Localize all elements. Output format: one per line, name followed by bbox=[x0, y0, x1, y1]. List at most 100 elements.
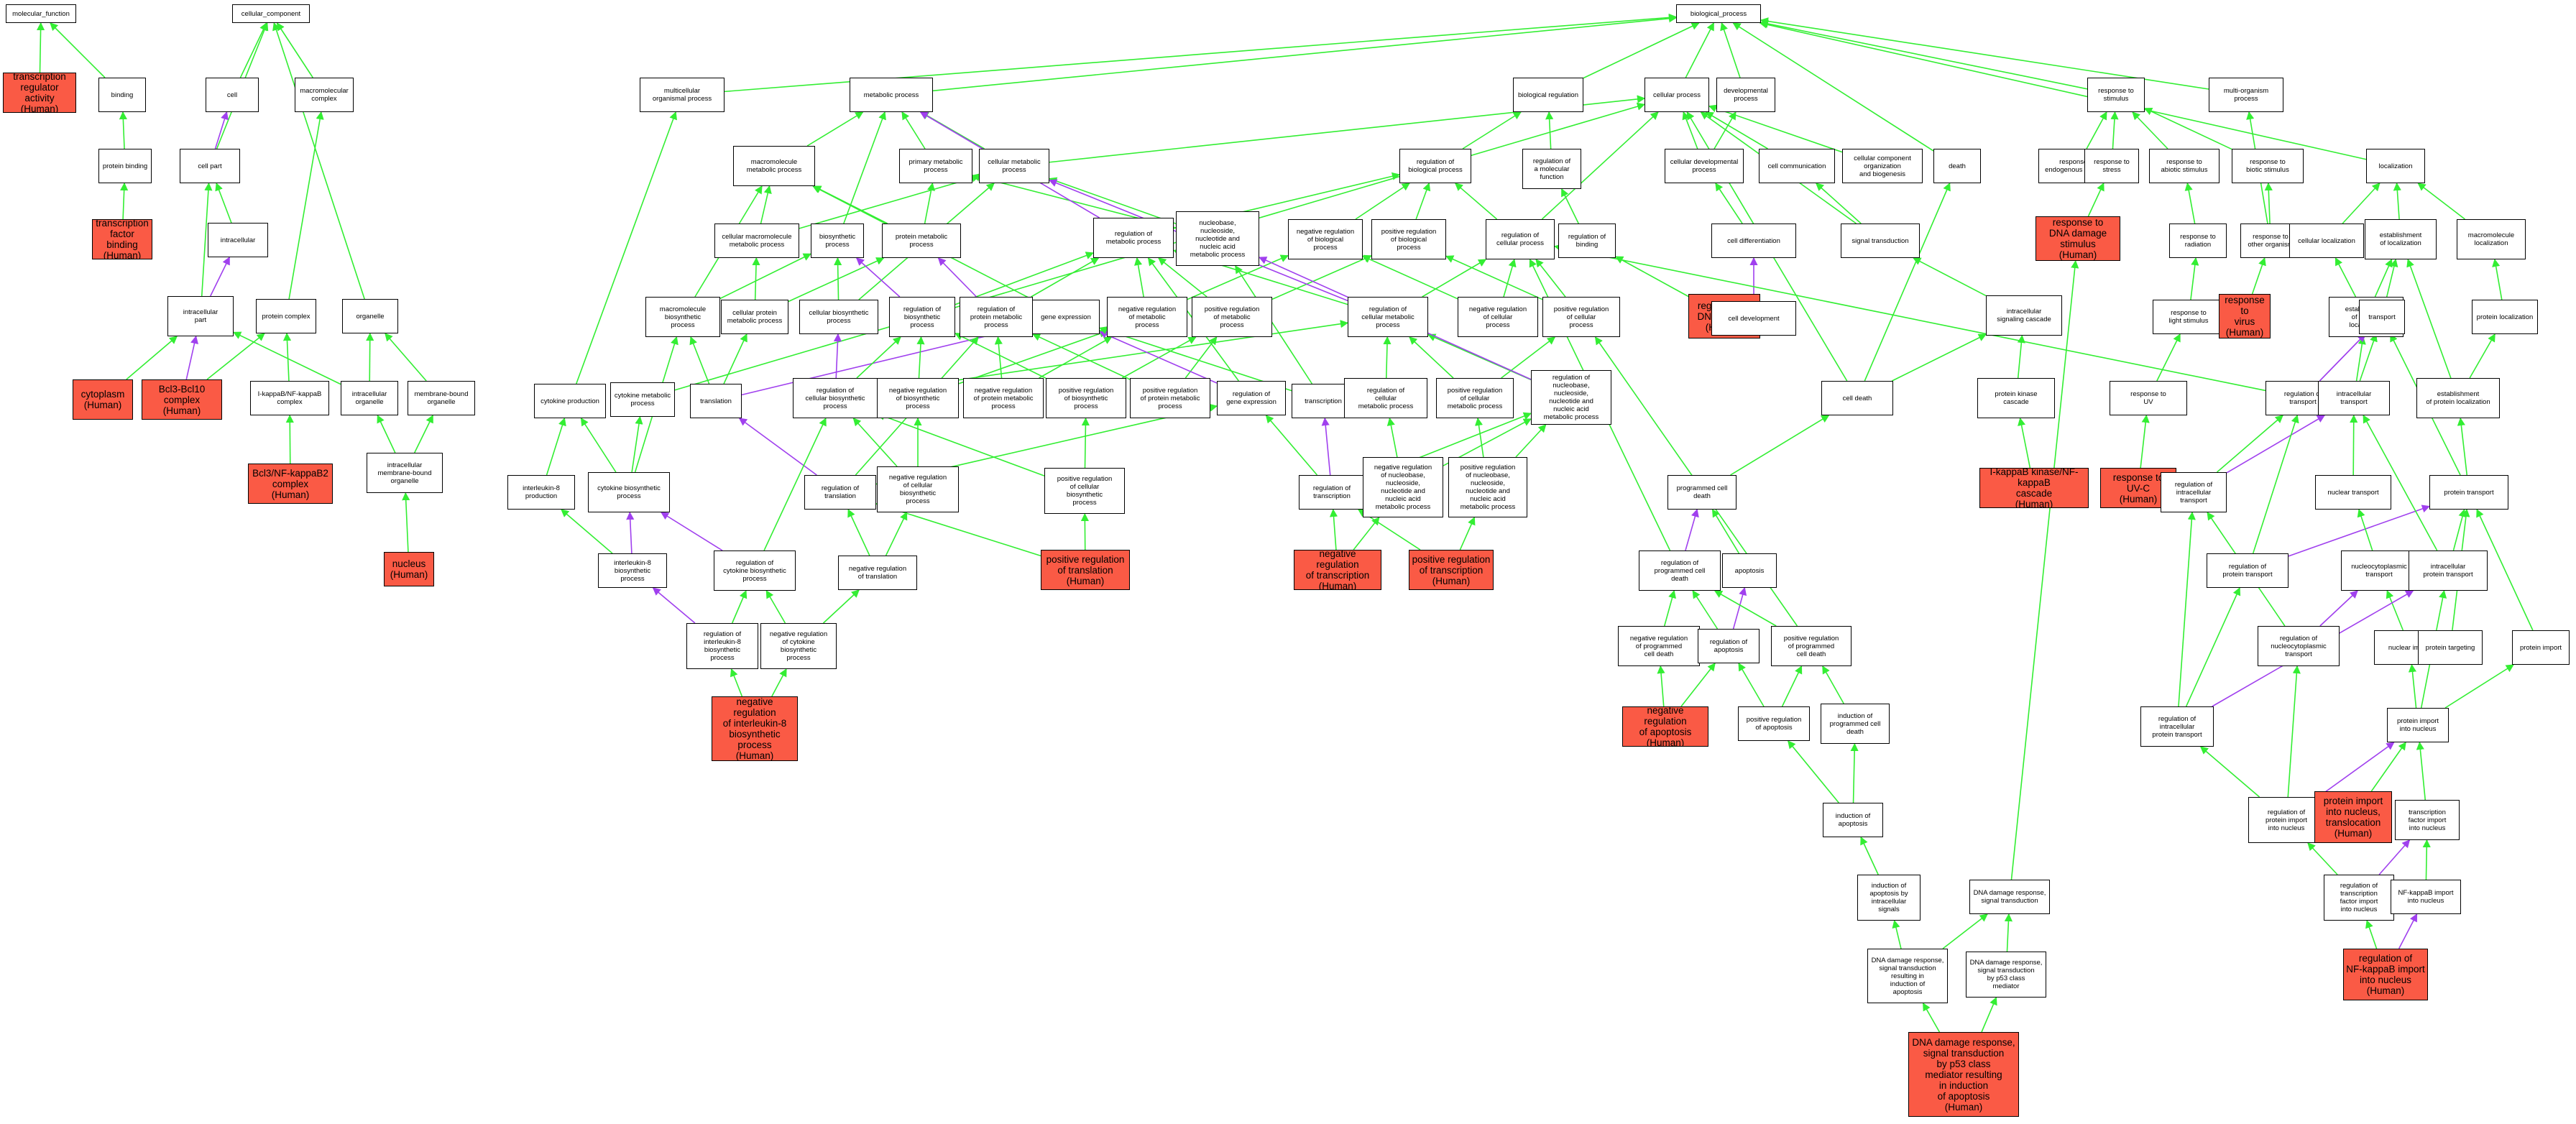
go-term-nrcytbsp[interactable]: negative regulation of cytokine biosynth… bbox=[760, 623, 837, 669]
go-term-mmc[interactable]: macromolecular complex bbox=[295, 78, 354, 112]
go-term-nrmp[interactable]: negative regulation of metabolic process bbox=[1107, 297, 1187, 337]
go-term-prpmp[interactable]: positive regulation of protein metabolic… bbox=[1130, 378, 1210, 418]
go-term-prcbsp[interactable]: positive regulation of cellular biosynth… bbox=[1044, 468, 1125, 514]
go-term-nrtranscr[interactable]: negative regulation of transcription (Hu… bbox=[1294, 550, 1381, 590]
go-term-prtransl[interactable]: positive regulation of translation (Huma… bbox=[1041, 550, 1130, 590]
go-term-pimp[interactable]: protein import bbox=[2512, 630, 2570, 665]
go-term-prcp[interactable]: positive regulation of cellular process bbox=[1542, 297, 1620, 337]
go-term-nrbp[interactable]: negative regulation of biological proces… bbox=[1288, 219, 1363, 259]
go-term-rtransl[interactable]: regulation of translation bbox=[804, 475, 876, 510]
go-term-rcytbsp[interactable]: regulation of cytokine biosynthetic proc… bbox=[714, 551, 796, 591]
go-term-cytprod[interactable]: cytokine production bbox=[534, 384, 606, 418]
go-term-ddrstp53[interactable]: DNA damage response, signal transduction… bbox=[1966, 952, 2046, 998]
go-term-cytmp[interactable]: cytokine metabolic process bbox=[610, 382, 675, 417]
go-term-ioa[interactable]: induction of apoptosis bbox=[1823, 803, 1883, 837]
go-term-rcp[interactable]: regulation of cellular process bbox=[1486, 219, 1555, 259]
go-term-bind[interactable]: binding bbox=[98, 78, 146, 112]
go-term-rpimpn[interactable]: regulation of protein import into nucleu… bbox=[2248, 797, 2324, 843]
go-term-mmbp[interactable]: macromolecule biosynthetic process bbox=[645, 297, 720, 337]
go-term-nfimp[interactable]: NF-kappaB import into nucleus bbox=[2391, 880, 2461, 914]
go-term-imbo[interactable]: intracellular membrane-bound organelle bbox=[367, 453, 443, 493]
go-term-nrcmp[interactable]: regulation of cellular metabolic process bbox=[1344, 378, 1427, 418]
go-term-cc[interactable]: cellular_component bbox=[232, 4, 310, 23]
go-term-tra[interactable]: transcription regulator activity (Human) bbox=[3, 73, 76, 113]
go-term-rts[interactable]: response to stimulus bbox=[2087, 78, 2145, 112]
go-term-prpcd[interactable]: positive regulation of programmed cell d… bbox=[1771, 626, 1852, 666]
go-term-rbp[interactable]: regulation of biological process bbox=[1399, 149, 1471, 183]
go-term-cyt[interactable]: cytoplasm (Human) bbox=[73, 379, 133, 420]
go-term-rnucmp[interactable]: regulation of nucleobase, nucleoside, nu… bbox=[1531, 370, 1611, 425]
go-term-rtstress[interactable]: response to stress bbox=[2084, 149, 2139, 183]
go-term-iopcd[interactable]: induction of programmed cell death bbox=[1821, 704, 1890, 744]
go-term-nrtransl[interactable]: negative regulation of translation bbox=[838, 556, 917, 590]
go-term-cloc[interactable]: cellular localization bbox=[2289, 224, 2364, 258]
go-term-mmp[interactable]: macromolecule metabolic process bbox=[733, 146, 815, 186]
go-term-il8p[interactable]: interleukin-8 production bbox=[507, 475, 575, 510]
go-term-bcl3nf[interactable]: Bcl3/NF-kappaB2 complex (Human) bbox=[248, 464, 333, 504]
go-term-transp[interactable]: transport bbox=[2359, 300, 2405, 334]
go-term-ikbnf[interactable]: I-kappaB kinase/NF-kappaB cascade (Human… bbox=[1979, 468, 2089, 508]
go-term-pimpn[interactable]: protein import into nucleus bbox=[2387, 708, 2449, 742]
go-term-nrcp[interactable]: negative regulation of cellular process bbox=[1458, 297, 1538, 337]
go-term-ptarg[interactable]: protein targeting bbox=[2418, 630, 2483, 665]
go-term-nrnucmp[interactable]: negative regulation of nucleobase, nucle… bbox=[1363, 457, 1443, 517]
go-term-nucmp[interactable]: nucleobase, nucleoside, nucleotide and n… bbox=[1176, 211, 1259, 266]
go-term-iscas[interactable]: intracellular signaling cascade bbox=[1986, 295, 2062, 336]
go-term-death[interactable]: death bbox=[1933, 149, 1981, 183]
go-term-icptr[interactable]: intracellular protein transport bbox=[2409, 551, 2488, 591]
go-term-estloc[interactable]: establishment of localization bbox=[2365, 219, 2437, 259]
go-term-nrcbsp[interactable]: negative regulation of cellular biosynth… bbox=[877, 466, 959, 512]
go-term-ripcpt[interactable]: regulation of intracellular protein tran… bbox=[2140, 706, 2214, 747]
go-term-prapop[interactable]: positive regulation of apoptosis bbox=[1738, 706, 1810, 741]
go-term-rgexp[interactable]: regulation of gene expression bbox=[1217, 381, 1286, 415]
go-term-prcmp[interactable]: positive regulation of cellular metaboli… bbox=[1436, 378, 1514, 418]
go-term-ril8bsp[interactable]: regulation of interleukin-8 biosynthetic… bbox=[686, 623, 758, 669]
go-term-il8bsp[interactable]: interleukin-8 biosynthetic process bbox=[598, 553, 667, 588]
go-term-cellpart[interactable]: cell part bbox=[180, 149, 240, 183]
go-term-nrapop[interactable]: negative regulation of apoptosis (Human) bbox=[1622, 706, 1708, 747]
go-term-transl[interactable]: translation bbox=[690, 384, 742, 418]
go-term-nrpcd[interactable]: negative regulation of programmed cell d… bbox=[1618, 626, 1700, 666]
go-term-rnfimp[interactable]: regulation of NF-kappaB import into nucl… bbox=[2343, 949, 2428, 1000]
go-term-ioabis[interactable]: induction of apoptosis by intracellular … bbox=[1857, 875, 1920, 921]
go-term-apop[interactable]: apoptosis bbox=[1722, 553, 1777, 588]
go-term-bp[interactable]: biological_process bbox=[1676, 4, 1761, 23]
go-term-estpl[interactable]: establishment of protein localization bbox=[2416, 378, 2500, 418]
go-term-rtabs[interactable]: response to abiotic stimulus bbox=[2149, 149, 2220, 183]
go-term-cmp[interactable]: cellular metabolic process bbox=[979, 149, 1049, 183]
go-term-prbsp[interactable]: positive regulation of biosynthetic proc… bbox=[1046, 378, 1126, 418]
go-term-cell[interactable]: cell bbox=[206, 78, 259, 112]
go-term-iorg[interactable]: intracellular organelle bbox=[341, 381, 398, 415]
go-term-rapop[interactable]: regulation of apoptosis bbox=[1698, 629, 1760, 663]
go-term-metp[interactable]: metabolic process bbox=[850, 78, 933, 112]
go-term-mf[interactable]: molecular_function bbox=[6, 4, 76, 23]
go-term-mbo[interactable]: membrane-bound organelle bbox=[408, 381, 475, 415]
go-term-rtuv[interactable]: response to UV bbox=[2110, 381, 2187, 415]
go-term-rmetp[interactable]: regulation of metabolic process bbox=[1093, 218, 1174, 258]
go-term-prnucmp[interactable]: positive regulation of nucleobase, nucle… bbox=[1448, 457, 1527, 517]
go-term-prottr[interactable]: protein transport bbox=[2429, 475, 2508, 510]
go-term-pcd[interactable]: programmed cell death bbox=[1668, 475, 1736, 510]
go-term-rtdds[interactable]: response to DNA damage stimulus (Human) bbox=[2036, 216, 2120, 261]
go-term-celldiff[interactable]: cell differentiation bbox=[1711, 224, 1796, 258]
go-term-org[interactable]: organelle bbox=[342, 299, 398, 333]
go-term-prmp[interactable]: protein metabolic process bbox=[882, 224, 961, 258]
go-term-prmetp[interactable]: positive regulation of metabolic process bbox=[1192, 297, 1272, 337]
go-term-ccoab[interactable]: cellular component organization and biog… bbox=[1842, 149, 1923, 183]
go-term-rcbsp[interactable]: regulation of cellular biosynthetic proc… bbox=[793, 378, 878, 418]
go-term-mop2[interactable]: multi-organism process bbox=[2209, 78, 2283, 112]
go-term-ddrstria[interactable]: DNA damage response, signal transduction… bbox=[1867, 949, 1948, 1003]
go-term-rtvir[interactable]: response to virus (Human) bbox=[2219, 294, 2271, 338]
go-term-rbsp[interactable]: regulation of biosynthetic process bbox=[889, 297, 955, 337]
go-term-intra[interactable]: intracellular bbox=[208, 223, 268, 257]
go-term-rtls[interactable]: response to light stimulus bbox=[2153, 300, 2225, 334]
go-term-mmloc[interactable]: macromolecule localization bbox=[2457, 219, 2526, 259]
go-term-rtfimp[interactable]: regulation of transcription factor impor… bbox=[2324, 875, 2394, 921]
go-term-tfimp[interactable]: transcription factor import into nucleus bbox=[2395, 800, 2460, 840]
go-term-pmp[interactable]: primary metabolic process bbox=[899, 149, 972, 183]
go-term-bcl[interactable]: Bcl3-Bcl10 complex (Human) bbox=[142, 379, 222, 420]
go-term-rpcd[interactable]: regulation of programmed cell death bbox=[1639, 551, 1721, 591]
go-term-nuctr[interactable]: nuclear transport bbox=[2315, 475, 2391, 510]
go-term-rpmp[interactable]: regulation of protein metabolic process bbox=[960, 297, 1033, 337]
go-term-rprottr[interactable]: regulation of protein transport bbox=[2207, 553, 2288, 588]
